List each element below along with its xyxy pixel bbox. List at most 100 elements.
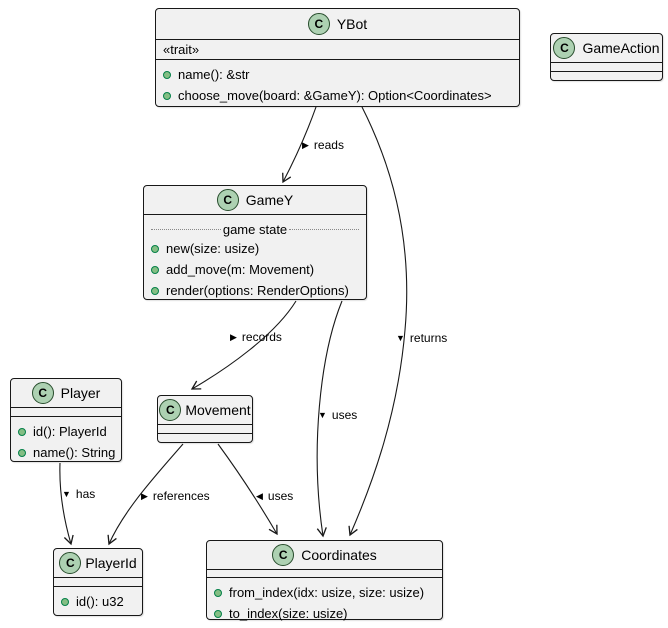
class-title: C PlayerId (54, 549, 142, 578)
class-title: C Coordinates (207, 541, 442, 570)
edge-label-text: records (241, 330, 282, 344)
direction-triangle-icon: ▼ (396, 332, 405, 343)
class-icon: C (553, 37, 576, 59)
public-method-icon (163, 70, 171, 79)
method-list: id(): PlayerId name(): String (11, 417, 121, 467)
method-list: from_index(idx: usize, size: usize) to_i… (207, 578, 442, 628)
empty-section (158, 434, 252, 442)
public-method-icon (214, 609, 222, 618)
class-name: Player (60, 385, 101, 401)
class-gamey: C GameY game state new(size: usize) add_… (143, 185, 367, 300)
method-text: name(): &str (178, 67, 250, 82)
direction-triangle-icon: ▶ (302, 139, 309, 150)
class-icon: C (272, 544, 295, 566)
class-icon: C (31, 382, 54, 404)
public-method-icon (18, 427, 26, 436)
method-row: add_move(m: Movement) (151, 259, 359, 280)
method-row: to_index(size: usize) (214, 603, 435, 624)
class-icon: C (216, 189, 239, 211)
edge-label-uses-movement: ◀ uses (256, 489, 293, 503)
edge-label-records: ▶ records (230, 330, 282, 344)
class-title: C Player (11, 379, 121, 408)
class-icon: C (59, 552, 82, 574)
empty-section (54, 578, 142, 587)
class-icon: C (159, 399, 182, 421)
direction-triangle-icon: ▼ (62, 488, 71, 499)
method-row: choose_move(board: &GameY): Option<Coord… (163, 85, 512, 106)
empty-section (158, 425, 252, 434)
method-text: id(): PlayerId (33, 424, 107, 439)
public-method-icon (163, 91, 171, 100)
class-coordinates: C Coordinates from_index(idx: usize, siz… (206, 540, 443, 621)
class-title: C GameAction (551, 34, 662, 63)
class-gameaction: C GameAction (550, 33, 663, 81)
public-method-icon (214, 588, 222, 597)
edge-label-text: references (152, 489, 210, 503)
method-row: id(): u32 (61, 591, 135, 612)
edge-records (190, 300, 297, 390)
public-method-icon (151, 244, 159, 253)
class-name: YBot (336, 16, 368, 32)
empty-section (551, 72, 662, 80)
edge-label-text: returns (409, 331, 448, 345)
class-name: PlayerId (85, 555, 137, 571)
method-list: id(): u32 (54, 587, 142, 616)
edge-label-text: has (75, 487, 96, 501)
section-divider: game state (151, 221, 359, 237)
class-name: Coordinates (301, 547, 377, 563)
empty-section (11, 408, 121, 417)
method-row: new(size: usize) (151, 238, 359, 259)
edge-references (107, 443, 184, 546)
class-title: C GameY (144, 186, 366, 215)
method-text: render(options: RenderOptions) (166, 283, 349, 298)
class-name: Movement (185, 402, 251, 418)
stereotype: «trait» (156, 40, 519, 60)
section-divider-text: game state (222, 221, 288, 237)
method-text: from_index(idx: usize, size: usize) (229, 585, 425, 600)
method-row: name(): &str (163, 64, 512, 85)
edge-reads (282, 106, 317, 184)
empty-section (207, 570, 442, 578)
edge-uses-gamey (316, 300, 343, 538)
edge-label-reads: ▶ reads (302, 138, 344, 152)
method-row: from_index(idx: usize, size: usize) (214, 582, 435, 603)
class-playerid: C PlayerId id(): u32 (53, 548, 143, 616)
public-method-icon (151, 265, 159, 274)
direction-triangle-icon: ▼ (318, 409, 327, 420)
class-title: C Movement (158, 396, 252, 425)
public-method-icon (18, 448, 26, 457)
edge-label-returns: ▼ returns (396, 331, 447, 345)
method-list: name(): &str choose_move(board: &GameY):… (156, 60, 519, 110)
edge-returns (348, 106, 408, 537)
method-text: new(size: usize) (166, 241, 260, 256)
class-movement: C Movement (157, 395, 253, 443)
method-row: name(): String (18, 442, 116, 463)
direction-triangle-icon: ▶ (230, 331, 237, 342)
class-ybot: C YBot «trait» name(): &str choose_move(… (155, 8, 520, 107)
class-player: C Player id(): PlayerId name(): String (10, 378, 122, 462)
direction-triangle-icon: ◀ (256, 490, 263, 501)
method-text: name(): String (33, 445, 116, 460)
method-text: to_index(size: usize) (229, 606, 348, 621)
method-row: render(options: RenderOptions) (151, 280, 359, 301)
class-icon: C (307, 13, 330, 35)
edge-label-text: uses (267, 489, 294, 503)
public-method-icon (151, 286, 159, 295)
class-name: GameAction (582, 40, 660, 56)
edge-label-has: ▼ has (62, 487, 95, 501)
direction-triangle-icon: ▶ (141, 490, 148, 501)
method-text: choose_move(board: &GameY): Option<Coord… (178, 88, 492, 103)
class-title: C YBot (156, 9, 519, 40)
public-method-icon (61, 597, 69, 606)
empty-section (551, 63, 662, 72)
method-text: id(): u32 (76, 594, 124, 609)
method-row: id(): PlayerId (18, 421, 114, 442)
edge-has (59, 462, 74, 546)
edge-label-uses-gamey: ▼ uses (318, 408, 357, 422)
edge-label-text: reads (313, 138, 344, 152)
edge-label-text: uses (331, 408, 358, 422)
class-name: GameY (245, 192, 294, 208)
edge-uses-movement (217, 443, 278, 536)
